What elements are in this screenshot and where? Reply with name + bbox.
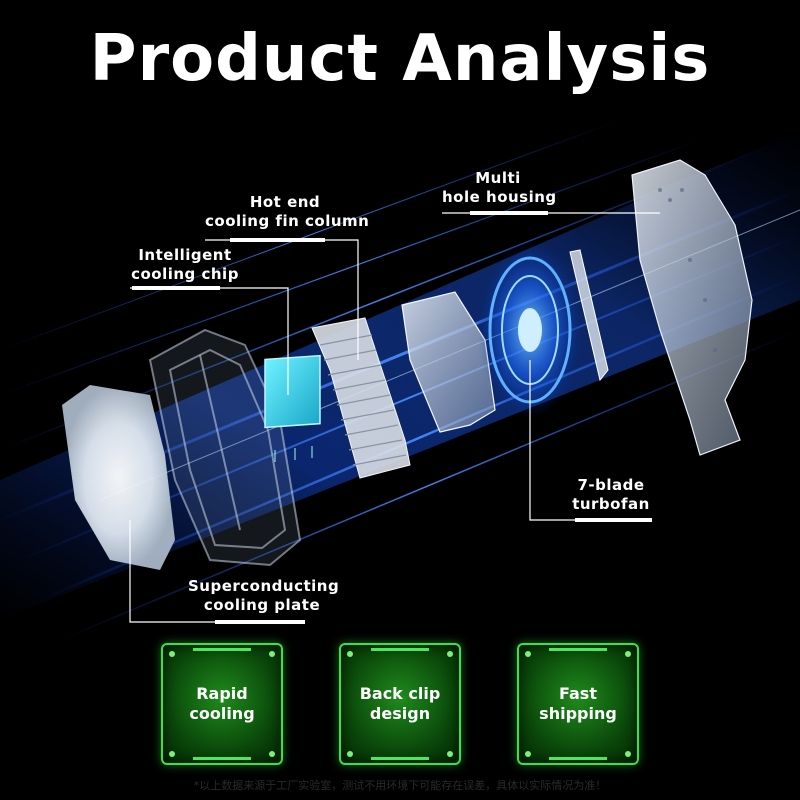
leader-underlines [132, 211, 652, 624]
corner-dot [269, 651, 275, 657]
badge-edge-bar [371, 757, 429, 760]
clip-frame-part [148, 328, 302, 567]
corner-dot [447, 751, 453, 757]
corner-dot [347, 651, 353, 657]
badge-edge-bar [193, 648, 251, 651]
feature-badge-rapid-cooling: Rapid cooling [161, 643, 283, 765]
label-superconducting-cooling-plate: Superconducting cooling plate [188, 577, 340, 614]
badge-edge-bar [549, 648, 607, 651]
fan-disc-part [569, 249, 609, 382]
page-title: Product Analysis [89, 22, 711, 96]
corner-dot [169, 751, 175, 757]
feature-badge-back-clip-design: Back clip design [339, 643, 461, 765]
corner-dot [525, 751, 531, 757]
corner-dot [447, 651, 453, 657]
corner-dot [625, 751, 631, 757]
feature-label: Rapid cooling [189, 684, 255, 723]
corner-dot [625, 651, 631, 657]
glass-block-part [401, 291, 496, 433]
corner-dot [347, 751, 353, 757]
badge-edge-bar [549, 757, 607, 760]
disclaimer-text: *以上数据来源于工厂实验室，测试不用环境下可能存在误差，具体以实际情况为准！ [193, 779, 607, 792]
fin-column-part [311, 317, 411, 479]
label-7-blade-turbofan: 7-blade turbofan [572, 476, 650, 513]
badge-edge-bar [371, 648, 429, 651]
label-intelligent-cooling-chip: Intelligent cooling chip [131, 246, 239, 283]
label-hot-end-fin-column: Hot end cooling fin column [205, 193, 370, 230]
badge-edge-bar [193, 757, 251, 760]
label-multi-hole-housing: Multi hole housing [442, 169, 557, 206]
housing-part [631, 159, 753, 456]
feature-badge-fast-shipping: Fast shipping [517, 643, 639, 765]
corner-dot [169, 651, 175, 657]
cooling-chip-part [264, 354, 321, 462]
corner-dot [525, 651, 531, 657]
cooling-plate-part [62, 385, 175, 570]
feature-label: Back clip design [359, 684, 441, 723]
feature-label: Fast shipping [539, 684, 617, 723]
corner-dot [269, 751, 275, 757]
